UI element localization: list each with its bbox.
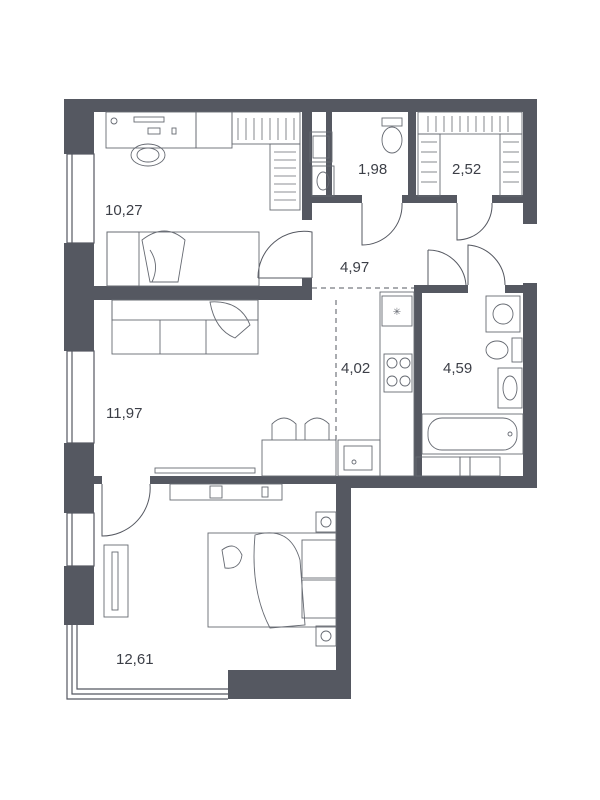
large-bathroom-fixtures (415, 295, 524, 477)
bedroom-1-furniture (105, 111, 301, 287)
area-label-bedroom-1: 10,27 (105, 202, 143, 219)
wardrobe-fixtures (417, 111, 523, 197)
area-label-bedroom-2: 12,61 (116, 651, 154, 668)
doors (101, 202, 506, 537)
windows (66, 153, 228, 700)
area-label-bathroom-large: 4,59 (443, 360, 472, 377)
area-label-hallway: 4,97 (340, 259, 369, 276)
small-bathroom-fixtures (309, 117, 403, 197)
area-label-bathroom-small: 1,98 (358, 161, 387, 178)
outer-walls (64, 99, 537, 699)
bedroom-2-furniture (103, 483, 337, 647)
living-room-furniture (111, 299, 337, 477)
area-label-wardrobe: 2,52 (452, 161, 481, 178)
area-label-living-room: 11,97 (106, 405, 142, 422)
area-label-kitchen: 4,02 (341, 360, 370, 377)
svg-text:✳: ✳ (393, 307, 401, 318)
kitchen-fixtures: ✳ (337, 291, 415, 477)
area-labels: 10,27 1,98 2,52 4,97 11,97 4,02 4,59 12,… (105, 161, 481, 668)
